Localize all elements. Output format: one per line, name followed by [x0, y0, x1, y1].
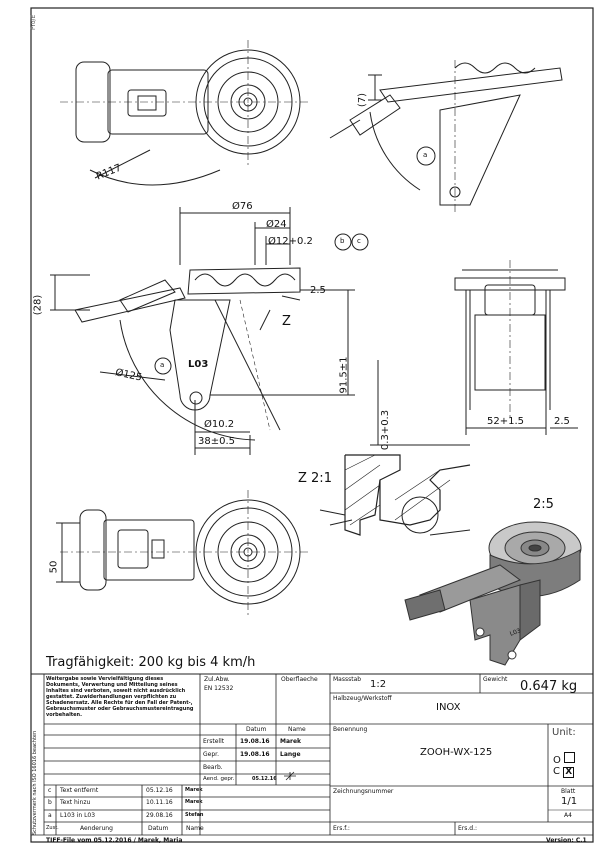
callout-b-label: b — [340, 237, 345, 245]
view-section — [50, 207, 355, 455]
dim-91-5: 91.5±1 — [338, 356, 350, 394]
ers-d-label: Ers.d.: — [458, 825, 478, 832]
massstab-value: 1:2 — [370, 679, 387, 690]
dim-52: 52+1.5 — [487, 416, 525, 427]
revision-text: L103 in L03 — [60, 812, 96, 819]
format-value: A4 — [564, 812, 572, 819]
unit-option-o: O — [553, 752, 576, 766]
dim-50: 50 — [48, 560, 60, 574]
title-block-grid — [31, 674, 593, 836]
erstellt-label: Erstellt — [203, 738, 225, 745]
revision-zust: b — [48, 799, 52, 806]
halbzeug-label: Halbzeug/Werkstoff — [333, 695, 392, 702]
dim-d12: Ø12+0.2 — [268, 236, 313, 247]
unit-c-label: C — [553, 766, 560, 777]
datum-col-header: Datum — [148, 825, 169, 832]
massstab-label: Massstab — [333, 676, 362, 683]
gewicht-label: Gewicht — [483, 676, 508, 683]
revision-date: 29.08.16 — [146, 812, 173, 819]
unit-label: Unit: — [552, 727, 576, 738]
dim-d10-2: Ø10.2 — [204, 419, 235, 430]
view-front — [454, 260, 578, 435]
revision-date: 05.12.16 — [146, 787, 173, 794]
sheet-frame — [30, 7, 594, 843]
iso-scale-label: 2:5 — [533, 497, 554, 512]
blatt-value: 1/1 — [561, 796, 578, 807]
detail-z-title: Z 2:1 — [298, 471, 332, 486]
revision-text: Text hinzu — [60, 799, 91, 806]
halbzeug-value: INOX — [436, 702, 461, 713]
callout-c — [351, 233, 369, 251]
aend-label: Aend. gepr. — [203, 776, 235, 782]
dim-7: (7) — [357, 92, 369, 108]
revision-name: Marek — [185, 799, 203, 805]
callout-b — [334, 233, 352, 251]
revision-zust: c — [48, 787, 52, 794]
unit-o-checkbox[interactable] — [564, 752, 576, 763]
unit-option-c: C X — [553, 766, 575, 778]
aend-date: 05.12.16 — [252, 776, 277, 782]
unit-c-checkbox[interactable]: X — [563, 767, 575, 778]
view-detail-z — [319, 360, 471, 536]
dim-2-5-front: 2.5 — [554, 416, 570, 427]
footer-file-info: TIFF-File vom 05.12.2016 / Marek, Maria — [46, 837, 183, 844]
revision-name: Marek — [185, 787, 203, 793]
footer-version: Version: C.1 — [546, 837, 587, 844]
gewicht-value: 0.647 kg — [520, 679, 578, 694]
revision-name: Stefan — [185, 812, 204, 818]
dim-2-5: 2.5 — [310, 285, 326, 296]
name-header: Name — [288, 726, 306, 733]
erstellt-date: 19.08.16 — [240, 738, 270, 745]
dim-28: (28) — [32, 294, 44, 316]
bearb-label: Bearb. — [203, 764, 223, 771]
gepr-label: Gepr. — [203, 751, 219, 758]
zeichnungsnummer-label: Zeichnungsnummer — [333, 788, 394, 795]
blatt-label: Blatt — [561, 788, 576, 795]
oberflaeche-label: Oberflaeche — [281, 676, 318, 683]
zul-abw-value: EN 12532 — [204, 685, 234, 692]
dim-38: 38±0.5 — [198, 436, 236, 447]
view-top-side — [329, 60, 563, 215]
ers-f-label: Ers.f.: — [333, 825, 350, 832]
view-bottom-plan — [56, 490, 310, 615]
callout-a-section-label: a — [160, 361, 165, 369]
detail-z-marker: Z — [282, 314, 291, 329]
part-code-l03: L03 — [188, 359, 209, 370]
view-top-plan — [60, 40, 310, 186]
revision-text: Text entfernt — [60, 787, 99, 794]
gepr-date: 19.08.16 — [240, 751, 270, 758]
zust-header: Zust. — [46, 825, 59, 831]
cad-system-label: Pro/E — [30, 14, 37, 30]
zul-abw-label: Zul.Abw. — [204, 676, 230, 683]
dim-0-3: 0.3+0.3 — [380, 409, 392, 451]
callout-a-top-label: a — [423, 151, 428, 159]
dim-d76: Ø76 — [232, 201, 253, 212]
unit-o-label: O — [553, 755, 561, 766]
revision-zust: a — [48, 812, 52, 819]
load-capacity: Tragfähigkeit: 200 kg bis 4 km/h — [46, 655, 256, 670]
callout-a-top — [416, 146, 436, 166]
callout-c-label: c — [357, 237, 361, 245]
callout-a-section — [154, 357, 172, 375]
view-isometric — [404, 521, 582, 666]
benennung-value: ZOOH-WX-125 — [420, 747, 493, 758]
erstellt-name: Marek — [280, 738, 302, 745]
datum-header: Datum — [246, 726, 267, 733]
revision-date: 10.11.16 — [146, 799, 173, 806]
dim-d24: Ø24 — [266, 219, 287, 230]
protection-note-vertical: Schutzvermerk nach ISO 16016 beachten — [32, 730, 38, 835]
aenderung-header: Aenderung — [80, 825, 113, 832]
legal-note: Weitergabe sowie Vervielfältigung dieses… — [46, 676, 194, 718]
benennung-label: Benennung — [333, 726, 368, 733]
name-col-header: Name — [186, 825, 204, 832]
gepr-name: Lange — [280, 751, 301, 758]
